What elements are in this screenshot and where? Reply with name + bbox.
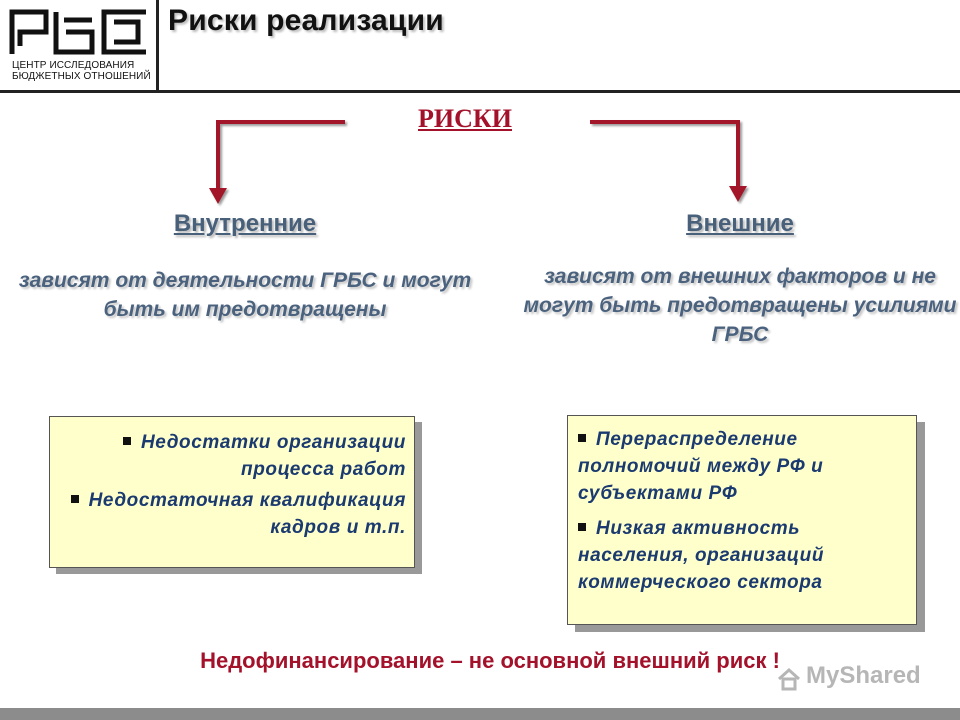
slide-title: Риски реализации (168, 4, 444, 37)
external-risks-description: зависят от внешних факторов и не могут б… (523, 265, 957, 346)
internal-risks-card: Недостатки организации процесса работ Не… (49, 416, 415, 568)
rbs-logo-mark (6, 6, 152, 58)
internal-risks-heading: Внутренние (173, 210, 317, 237)
list-item: Перераспределение полномочий между РФ и … (578, 426, 908, 507)
logo-caption: ЦЕНТР ИССЛЕДОВАНИЯ БЮДЖЕТНЫХ ОТНОШЕНИЙ (12, 60, 160, 82)
square-bullet-icon (70, 494, 79, 503)
risk-branch-connector (209, 120, 747, 204)
logo-caption-line: ЦЕНТР ИССЛЕДОВАНИЯ (12, 60, 135, 71)
header-divider (156, 0, 159, 90)
list-item: Низкая активность населения, организаций… (578, 515, 908, 596)
list-item: Недостатки организации процесса работ (62, 429, 406, 483)
left-arrow-head (209, 188, 227, 204)
list-item-text: Недостаточная квалификация кадров и т.п. (88, 490, 406, 538)
square-bullet-icon (578, 433, 586, 442)
internal-risks-description: зависят от деятельности ГРБС и могут быт… (18, 269, 472, 321)
bottom-bar (0, 708, 960, 720)
watermark-text: MyShared (806, 662, 921, 689)
external-risks-heading: Внешние (686, 210, 794, 237)
square-bullet-icon (122, 436, 131, 445)
logo-caption-line: БЮДЖЕТНЫХ ОТНОШЕНИЙ (12, 71, 151, 82)
right-arrow-head (729, 186, 747, 202)
risks-root-label: РИСКИ (418, 104, 512, 133)
underfunding-note: Недофинансирование – не основной внешний… (200, 648, 780, 673)
header-rule (0, 90, 960, 93)
list-item: Недостаточная квалификация кадров и т.п. (62, 487, 406, 541)
watermark: MyShared (776, 660, 936, 698)
logo: ЦЕНТР ИССЛЕДОВАНИЯ БЮДЖЕТНЫХ ОТНОШЕНИЙ (4, 2, 156, 90)
right-connector-line (590, 120, 740, 188)
list-item-text: Низкая активность населения, организаций… (578, 518, 825, 593)
list-item-text: Недостатки организации процесса работ (140, 432, 406, 480)
left-connector-line (216, 120, 345, 190)
external-risks-card: Перераспределение полномочий между РФ и … (567, 415, 917, 625)
house-icon (777, 667, 801, 691)
list-item-text: Перераспределение полномочий между РФ и … (578, 429, 824, 504)
square-bullet-icon (578, 522, 586, 531)
